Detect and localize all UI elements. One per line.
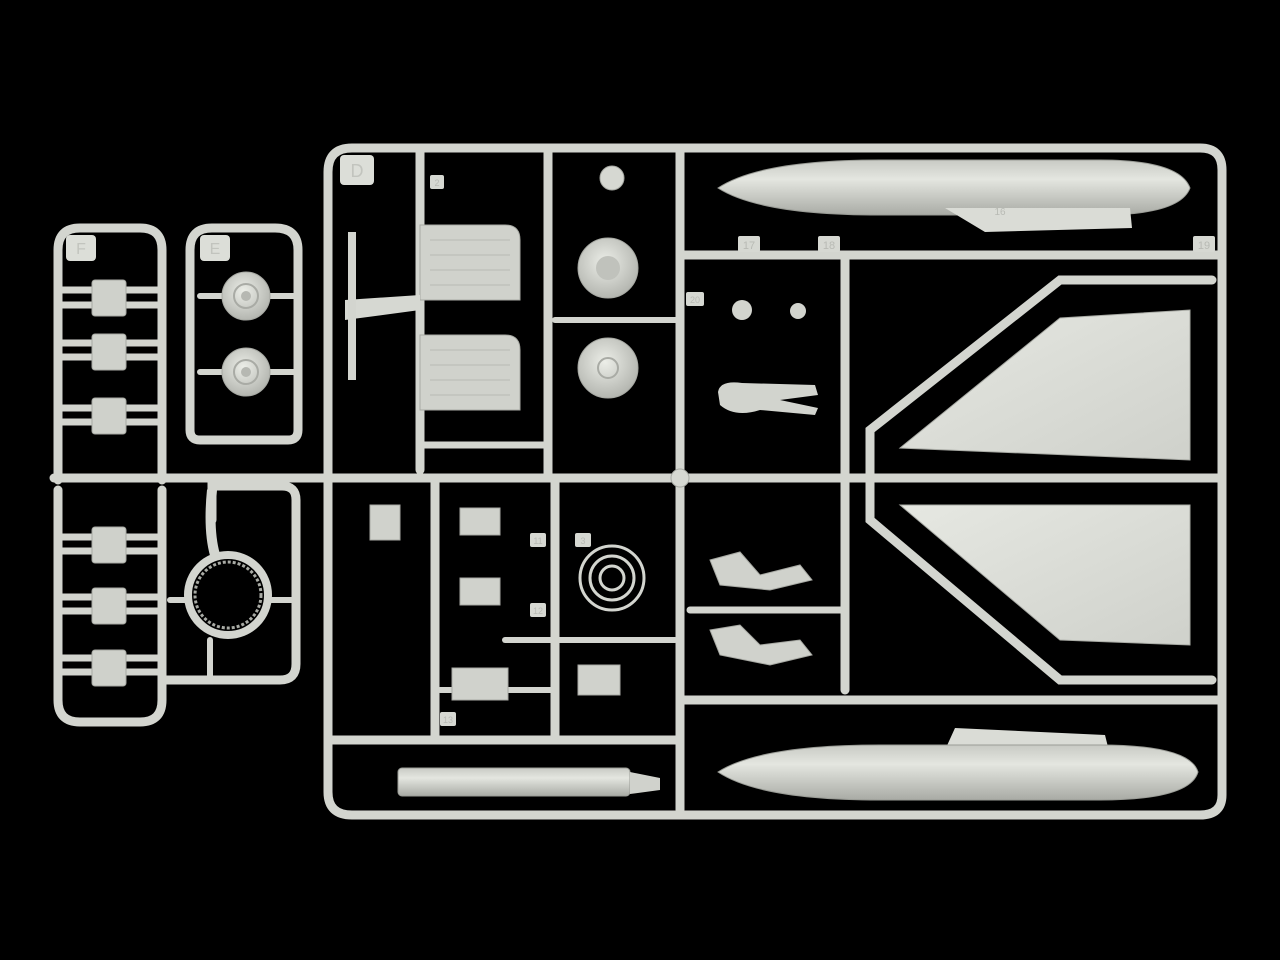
- jet-nozzle-faces: [577, 165, 639, 399]
- sprue-letter-tab-d: D: [340, 155, 374, 185]
- ejection-seats: [709, 551, 813, 666]
- svg-text:18: 18: [823, 240, 835, 252]
- sprue-gate: [670, 468, 690, 488]
- svg-text:20: 20: [690, 295, 700, 305]
- sprue-frame-main: [315, 143, 1227, 820]
- wing-upper: [898, 309, 1191, 461]
- wheels: [221, 271, 271, 397]
- cannon-blocks: [91, 279, 127, 687]
- svg-text:11: 11: [533, 536, 542, 546]
- part-number-tabs-lower: 11 12 13 3: [440, 533, 591, 726]
- intake-ring: [184, 489, 272, 639]
- sprue-letter-tab-e: E: [200, 235, 230, 261]
- drop-tank-lower: [717, 728, 1199, 801]
- fuselage-tube: [397, 767, 660, 797]
- small-brackets: [369, 504, 621, 701]
- sprue-letter-tab-f: F: [66, 235, 96, 261]
- engine-intake-halves: [345, 224, 521, 411]
- svg-text:F: F: [76, 241, 86, 258]
- svg-text:19: 19: [1198, 240, 1210, 252]
- svg-text:16: 16: [994, 207, 1006, 218]
- grille-disc: [578, 544, 646, 612]
- svg-text:D: D: [351, 161, 364, 181]
- sprue-frame-left-1: [49, 223, 335, 727]
- svg-text:3: 3: [580, 536, 585, 546]
- pilot-figure: [718, 300, 818, 415]
- svg-text:E: E: [210, 241, 221, 258]
- drop-tank-upper: [717, 159, 1191, 232]
- svg-text:13: 13: [443, 715, 453, 725]
- sprue-frame-left-2: [161, 223, 303, 685]
- wing-lower: [898, 504, 1191, 646]
- part-number-tabs-upper: 17 18 19 16 2 20: [430, 175, 1215, 306]
- svg-text:2: 2: [434, 178, 439, 188]
- svg-text:12: 12: [533, 606, 543, 616]
- svg-text:17: 17: [743, 240, 755, 252]
